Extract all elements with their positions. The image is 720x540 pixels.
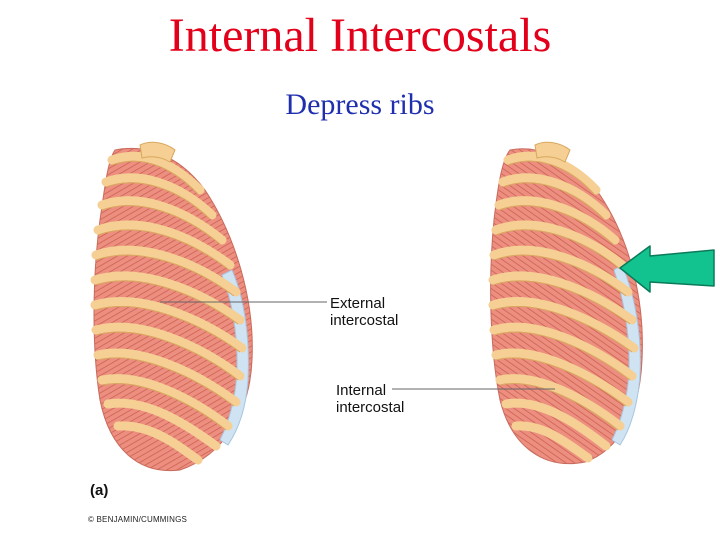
right-rib-cage bbox=[488, 141, 643, 465]
external-intercostal-line1: External bbox=[330, 295, 386, 312]
external-intercostal-line2: intercostal bbox=[330, 312, 399, 329]
panel-letter: (a) bbox=[90, 482, 109, 499]
slide-title: Internal Intercostals bbox=[168, 9, 552, 62]
slide-subtitle: Depress ribs bbox=[285, 88, 435, 121]
internal-intercostal-line1: Internal bbox=[336, 382, 387, 399]
internal-intercostal-line2: intercostal bbox=[336, 399, 405, 416]
external-intercostal-label: External intercostal bbox=[330, 295, 398, 329]
copyright-notice: © BENJAMIN/CUMMINGS bbox=[88, 515, 188, 524]
left-rib-cage bbox=[90, 141, 253, 472]
green-arrow-icon bbox=[619, 245, 715, 293]
internal-intercostal-label: Internal intercostal bbox=[336, 382, 404, 416]
